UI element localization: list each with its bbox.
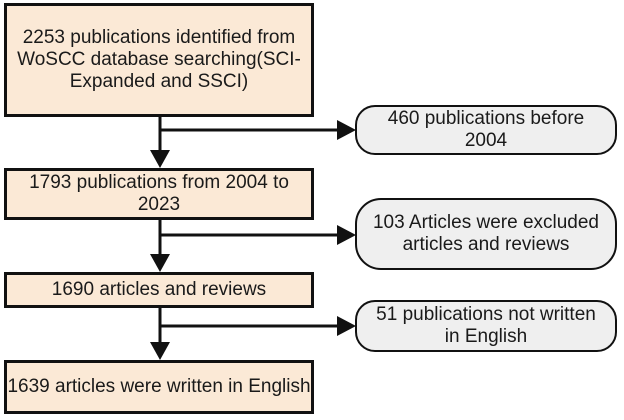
exclusion-1-text: 460 publications before 2004 [387, 108, 585, 151]
exclusion-2-pill: 103 Articles were excluded articles and … [355, 198, 617, 270]
arrowhead-step2 [150, 150, 170, 168]
step-4-english-box: 1639 articles were written in English [4, 360, 314, 414]
arrowhead-step4 [150, 342, 170, 360]
exclusion-3-text: 51 publications not written in English [376, 304, 596, 347]
exclusion-3-pill: 51 publications not written in English [355, 300, 617, 352]
arrowhead-exclusion-3 [337, 316, 356, 336]
step-3-articles-reviews-box: 1690 articles and reviews [4, 272, 314, 308]
step-2-date-range-box: 1793 publications from 2004 to 2023 [4, 168, 314, 220]
exclusion-1-pill: 460 publications before 2004 [355, 105, 617, 155]
step-4-text: 1639 articles were written in English [7, 376, 311, 397]
arrowhead-step3 [150, 254, 170, 272]
step-3-text: 1690 articles and reviews [51, 279, 267, 300]
step-1-identified-box: 2253 publications identified from WoSCC … [4, 3, 314, 117]
step-1-text: 2253 publications identified from WoSCC … [17, 27, 301, 92]
step-2-text: 1793 publications from 2004 to 2023 [29, 172, 289, 215]
arrowhead-exclusion-1 [337, 120, 356, 140]
exclusion-2-text: 103 Articles were excluded articles and … [372, 212, 599, 255]
arrowhead-exclusion-2 [337, 225, 356, 245]
